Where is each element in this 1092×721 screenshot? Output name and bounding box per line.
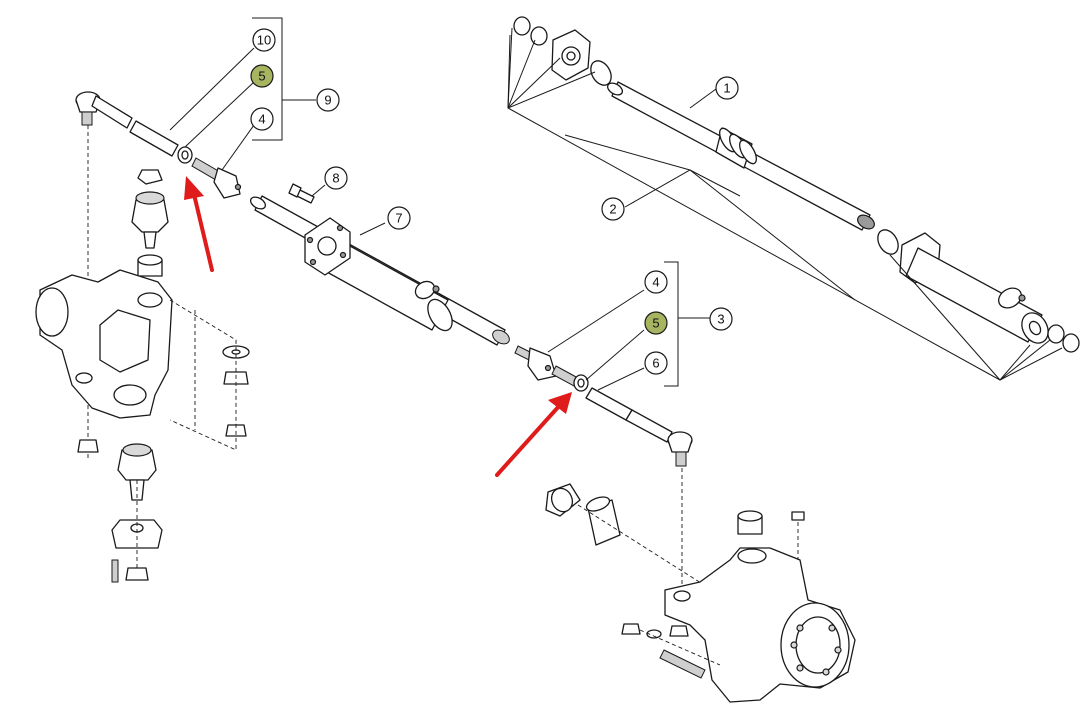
knuckle-left — [35, 169, 250, 583]
callout-6: 6 — [644, 351, 668, 375]
tie-rod-right — [514, 261, 710, 595]
callout-label: 3 — [717, 312, 724, 327]
callout-4-left: 4 — [250, 107, 274, 131]
red-arrow-left — [191, 188, 214, 272]
nut-small-right — [791, 511, 805, 521]
callout-7: 7 — [387, 206, 411, 230]
callout-label: 5 — [652, 316, 659, 331]
callout-label: 2 — [609, 202, 616, 217]
o-ring-bottom-2 — [1062, 333, 1080, 353]
callout-label: 9 — [324, 93, 331, 108]
cylinder-body-right — [905, 247, 1043, 343]
callout-4-right: 4 — [644, 270, 668, 294]
castle-nut-top-left — [137, 169, 163, 185]
castle-nut-low-left — [225, 424, 247, 437]
red-arrow-right — [495, 403, 562, 477]
callout-label: 6 — [652, 356, 659, 371]
o-ring-bottom-1 — [1047, 324, 1065, 344]
seal-ring-bottom — [877, 229, 899, 255]
inner-joint-4-right — [527, 347, 557, 381]
callout-label: 1 — [723, 81, 730, 96]
callout-label: 5 — [258, 69, 265, 84]
bolt-bottom-left — [111, 559, 119, 583]
washer-bottom-right — [646, 629, 662, 639]
callout-label: 4 — [652, 275, 659, 290]
stud-bottom-right — [659, 649, 706, 679]
callout-label: 8 — [332, 171, 339, 186]
plate-bottom-left — [111, 519, 163, 549]
callout-5-left: 5 — [250, 64, 274, 88]
callout-8: 8 — [324, 166, 348, 190]
tie-rod-left — [75, 17, 316, 460]
ball-joint-top-left — [131, 199, 169, 233]
inner-joint-4-left — [213, 167, 241, 199]
seal-ring-top — [590, 60, 612, 86]
callout-3: 3 — [709, 307, 733, 331]
castle-nut-bottom-left — [125, 567, 149, 581]
tube-10 — [129, 120, 179, 157]
callout-5-right: 5 — [644, 311, 668, 335]
callout-2: 2 — [601, 197, 625, 221]
knuckle-right — [545, 483, 856, 703]
nut-bottom-right-2 — [669, 625, 689, 637]
cylinder-assembly-center — [249, 183, 510, 346]
tube-6 — [585, 387, 633, 421]
nut-bottom-right-1 — [621, 623, 641, 635]
o-ring-top-1 — [513, 16, 531, 36]
ball-joint-bottom-left — [117, 449, 157, 481]
o-ring-top-2 — [530, 26, 548, 46]
callout-10: 10 — [252, 28, 276, 52]
callout-label: 10 — [257, 33, 271, 48]
callout-label: 4 — [258, 112, 265, 127]
callout-label: 7 — [395, 211, 402, 226]
red-arrows — [184, 176, 572, 477]
callout-9: 9 — [316, 88, 340, 112]
nut-bottom-left — [77, 439, 99, 453]
cylinder-assembly-right — [507, 16, 1080, 381]
callout-1: 1 — [715, 76, 739, 100]
